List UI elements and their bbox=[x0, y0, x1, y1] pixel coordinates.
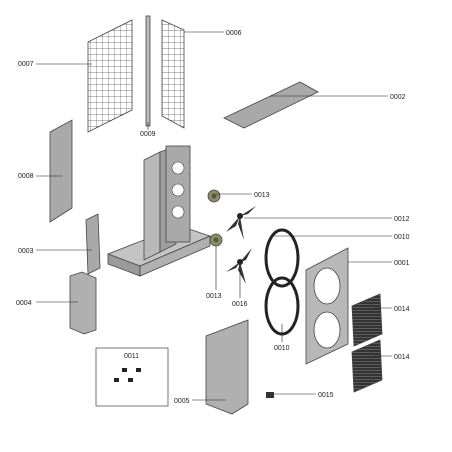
label-0014-upper: 0014 bbox=[394, 306, 410, 313]
part-0011-screw-set bbox=[95, 347, 169, 407]
part-0001-front-panel bbox=[305, 247, 349, 365]
chassis-base-frame bbox=[106, 145, 212, 277]
part-0007-wire-guard-left bbox=[87, 19, 133, 133]
part-0005-panel bbox=[205, 319, 249, 415]
part-0014-grille-lower bbox=[351, 339, 383, 393]
label-0007: 0007 bbox=[18, 61, 34, 68]
part-0009-rod bbox=[145, 15, 151, 127]
part-0003-small-panel bbox=[85, 213, 101, 275]
label-0009: 0009 bbox=[140, 131, 156, 138]
label-0016: 0016 bbox=[232, 301, 248, 308]
label-0008: 0008 bbox=[18, 173, 34, 180]
part-0016-fan-blade bbox=[226, 248, 252, 284]
label-0001: 0001 bbox=[394, 260, 410, 267]
part-0013-motor-lower bbox=[209, 233, 223, 247]
part-0013-motor-upper bbox=[207, 189, 221, 203]
label-0010-lower: 0010 bbox=[274, 345, 290, 352]
part-0006-wire-guard-right bbox=[161, 19, 185, 129]
part-0012-fan-blade bbox=[226, 206, 256, 240]
leader-lines bbox=[36, 31, 392, 401]
label-0004: 0004 bbox=[16, 300, 32, 307]
label-0003: 0003 bbox=[18, 248, 34, 255]
part-0015-clip bbox=[266, 392, 274, 398]
label-0013-lower: 0013 bbox=[206, 293, 222, 300]
label-0012: 0012 bbox=[394, 216, 410, 223]
part-labels: 0007 0006 0009 0002 0008 0013 0012 0010 … bbox=[16, 30, 410, 405]
label-0015: 0015 bbox=[318, 392, 334, 399]
label-0006: 0006 bbox=[226, 30, 242, 37]
part-0010-fan-ring-upper bbox=[264, 228, 300, 288]
label-0011: 0011 bbox=[124, 353, 139, 360]
label-0013-upper: 0013 bbox=[254, 192, 270, 199]
label-0005: 0005 bbox=[174, 398, 190, 405]
part-0004-bracket-panel bbox=[69, 271, 97, 335]
part-0002-top-cover bbox=[223, 81, 319, 129]
label-0014-lower: 0014 bbox=[394, 354, 410, 361]
part-0008-side-panel bbox=[49, 119, 73, 223]
label-0002: 0002 bbox=[390, 94, 406, 101]
label-0010-upper: 0010 bbox=[394, 234, 410, 241]
part-0014-grille-upper bbox=[351, 293, 383, 347]
